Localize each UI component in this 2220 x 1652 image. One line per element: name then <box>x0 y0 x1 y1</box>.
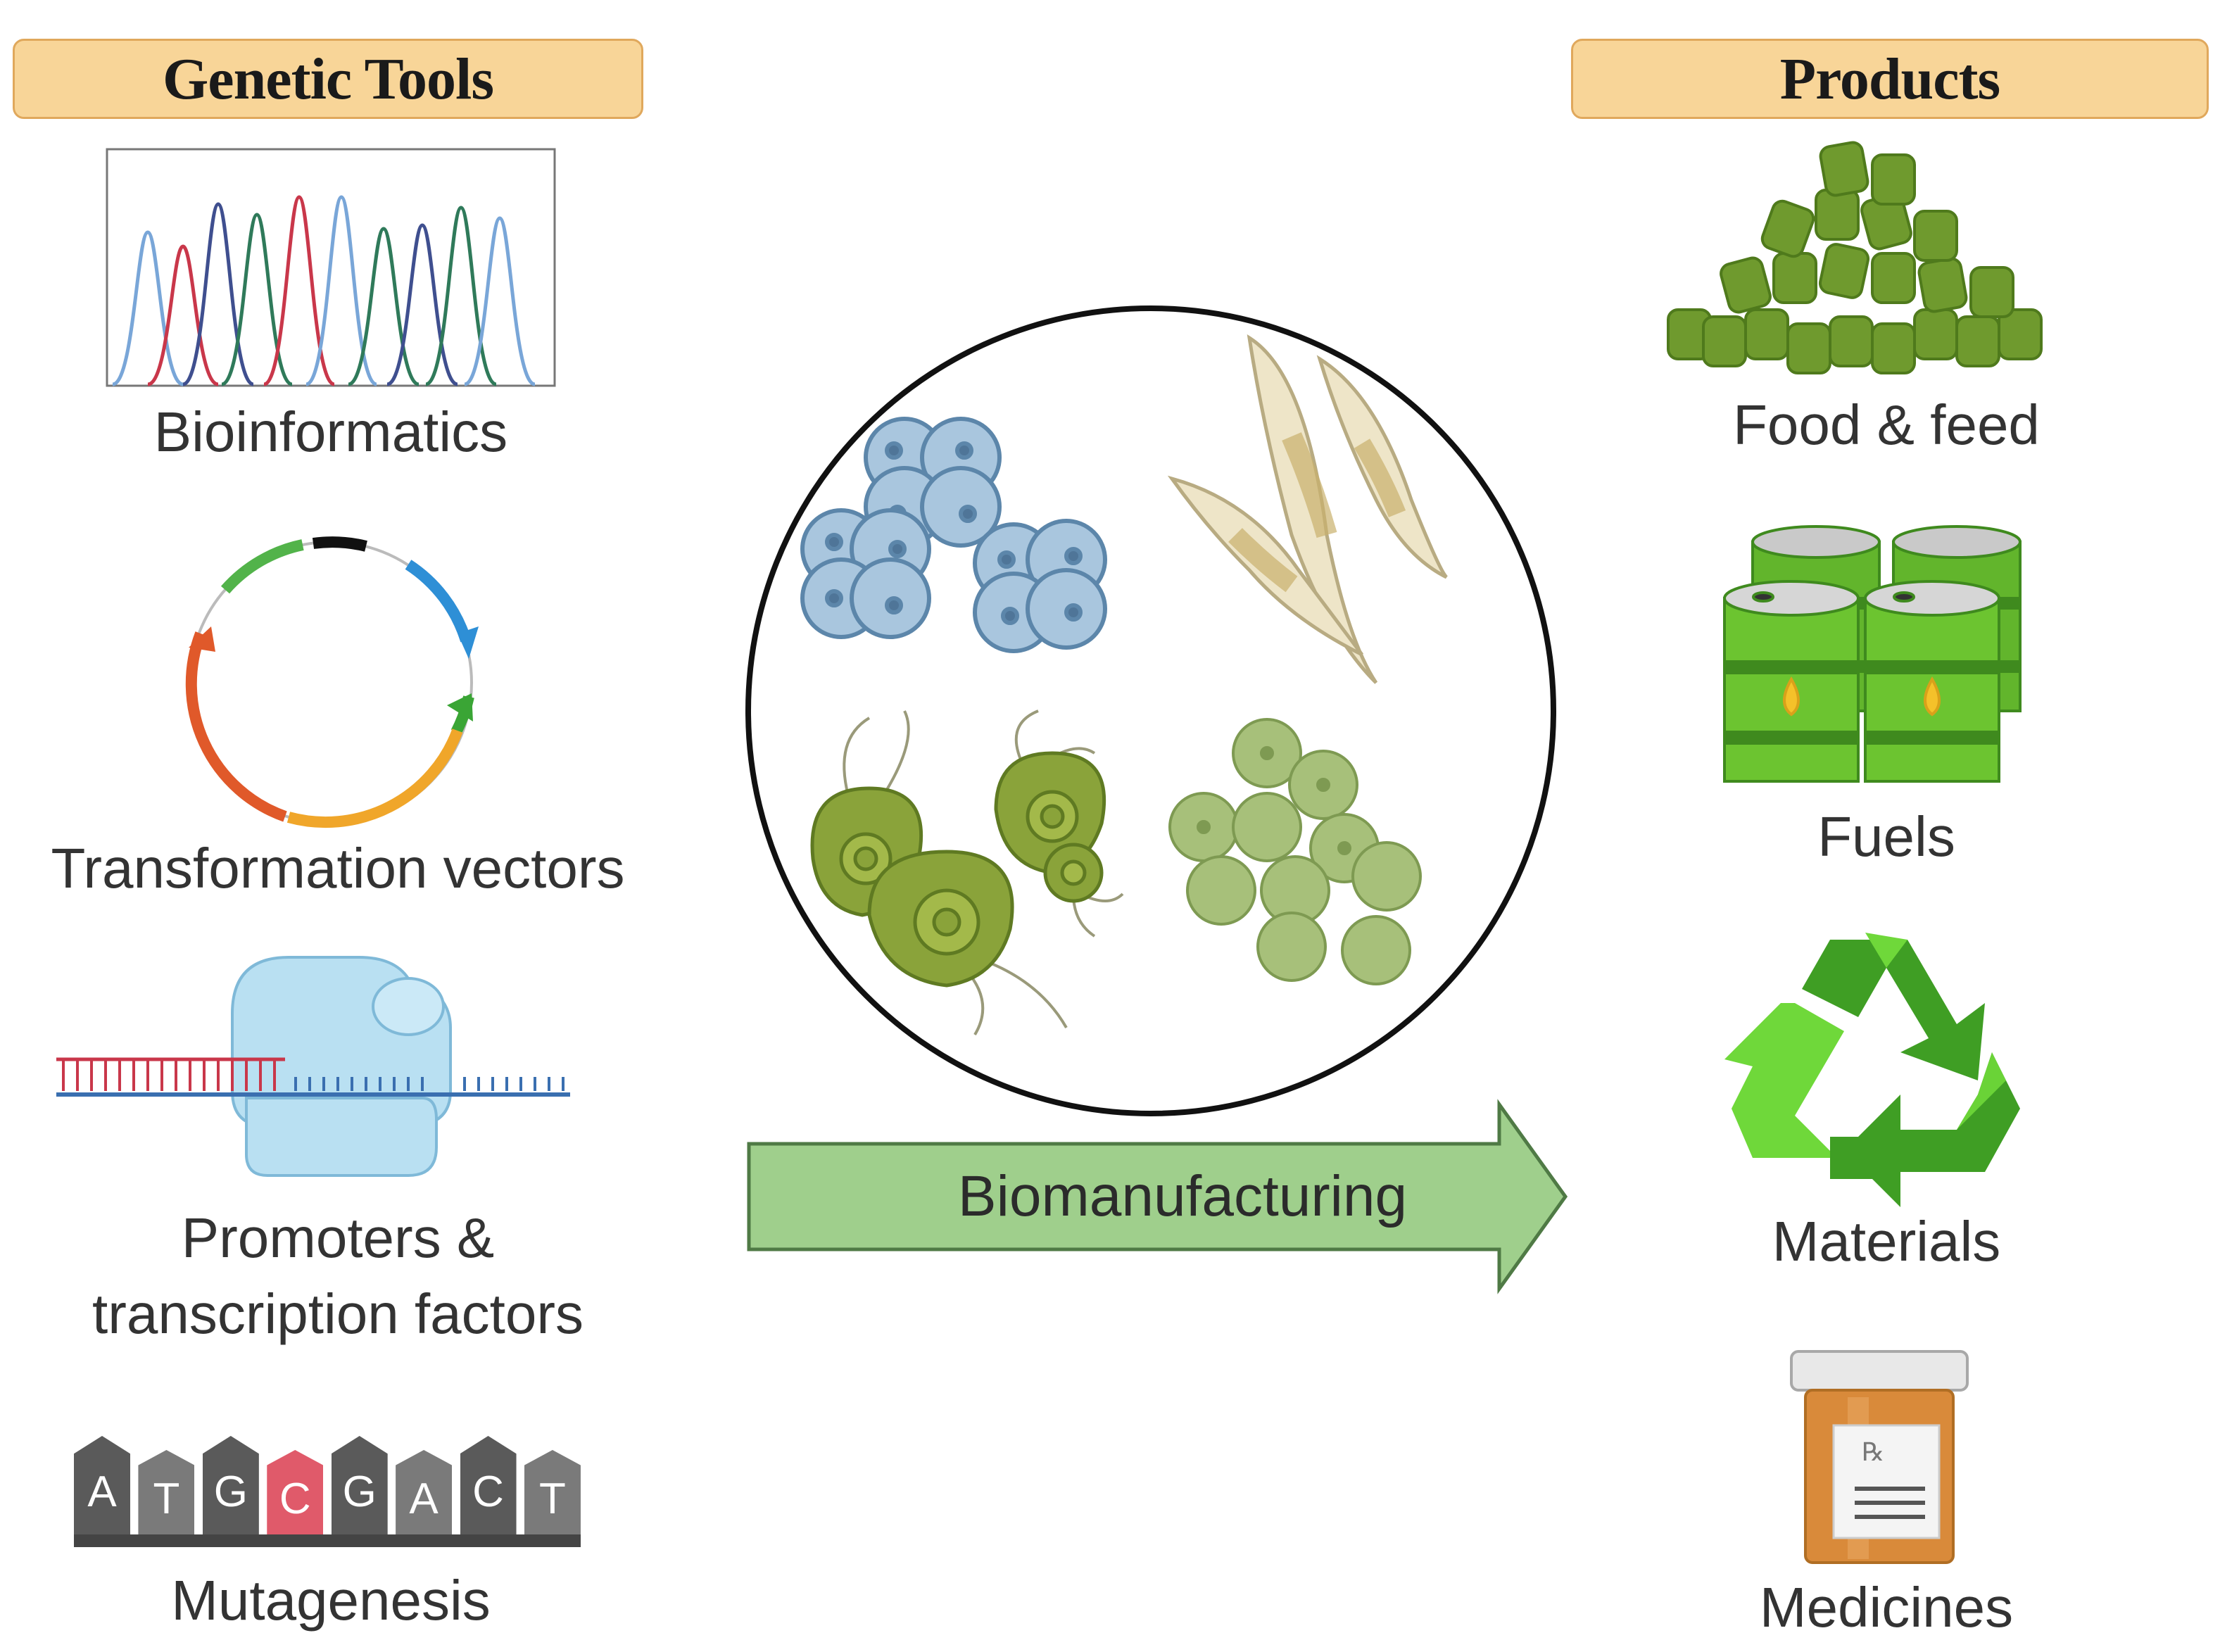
pill-bottle-icon: ℞ <box>1790 1350 1969 1564</box>
dna-base-5: A <box>396 1450 453 1534</box>
biomanufacturing-arrow <box>747 1099 1568 1294</box>
dna-base-7: T <box>524 1450 581 1534</box>
products-header: Products <box>1571 39 2209 119</box>
biomanufacturing-label: Biomanufacturing <box>957 1164 1408 1228</box>
dna-base-0: A <box>74 1436 130 1534</box>
svg-text:℞: ℞ <box>1862 1438 1884 1466</box>
genetic-tools-header: Genetic Tools <box>13 39 643 119</box>
spherical-green-cells <box>1168 718 1422 985</box>
genetic-tools-header-text: Genetic Tools <box>162 46 494 112</box>
medicines-label: Medicines <box>1759 1576 2014 1639</box>
flagellate-cells <box>810 710 1124 1036</box>
blue-cell-cluster <box>800 417 1107 653</box>
dna-base-4: G <box>331 1436 388 1534</box>
chromatogram-icon <box>106 148 556 387</box>
dna-base-2: G <box>202 1436 259 1534</box>
plasmid-icon <box>185 536 479 828</box>
dna-base-1: T <box>138 1450 195 1534</box>
diatom-cells <box>1167 334 1448 684</box>
materials-label: Materials <box>1772 1210 2001 1273</box>
mutagenesis-label: Mutagenesis <box>171 1569 491 1632</box>
transformation-vectors-label: Transformation vectors <box>51 837 625 900</box>
transcription-factor-icon <box>56 956 570 1177</box>
recycle-icon <box>1724 933 2020 1207</box>
dna-base-6: C <box>460 1436 517 1534</box>
microorganisms-circle <box>745 305 1556 1116</box>
fuel-barrels-icon <box>1723 525 2022 783</box>
bioinformatics-label: Bioinformatics <box>153 401 508 463</box>
pellets-icon <box>1667 141 2043 374</box>
dna-base-3: C <box>267 1450 324 1534</box>
promoters-label: Promoters & transcription factors <box>92 1206 584 1345</box>
products-header-text: Products <box>1779 46 2000 112</box>
food-feed-label: Food & feed <box>1733 393 2040 456</box>
fuels-label: Fuels <box>1817 805 1955 868</box>
